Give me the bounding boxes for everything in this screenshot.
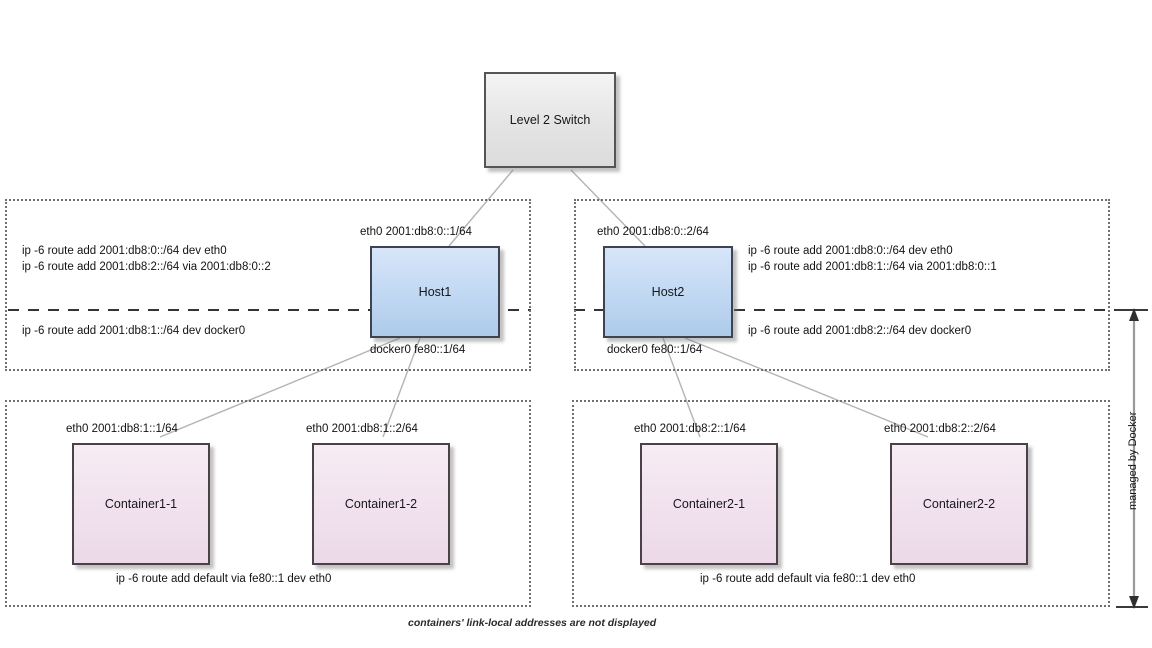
node-container2-1[interactable]: Container2-1 <box>640 443 778 565</box>
host1-routes-above: ip -6 route add 2001:db8:0::/64 dev eth0… <box>22 243 271 275</box>
host2-routes-above: ip -6 route add 2001:db8:0::/64 dev eth0… <box>748 243 997 275</box>
container-group-1-default-route: ip -6 route add default via fe80::1 dev … <box>116 573 332 585</box>
node-host1[interactable]: Host1 <box>370 246 500 338</box>
host2-route-below-1: ip -6 route add 2001:db8:2::/64 dev dock… <box>748 325 972 337</box>
node-label-container1-1: Container1-1 <box>104 497 178 511</box>
host2-docker0-label: docker0 fe80::1/64 <box>607 344 703 356</box>
container1-2-eth0-label: eth0 2001:db8:1::2/64 <box>306 423 418 435</box>
node-host2[interactable]: Host2 <box>603 246 733 338</box>
host1-route-above-1: ip -6 route add 2001:db8:0::/64 dev eth0 <box>22 245 227 257</box>
host1-route-above-2: ip -6 route add 2001:db8:2::/64 via 2001… <box>22 261 271 273</box>
node-level-2-switch[interactable]: Level 2 Switch <box>484 72 616 168</box>
span-arrowhead-up <box>1129 308 1139 321</box>
host2-route-above-1: ip -6 route add 2001:db8:0::/64 dev eth0 <box>748 245 953 257</box>
node-label-container2-1: Container2-1 <box>672 497 746 511</box>
host1-docker0-label: docker0 fe80::1/64 <box>370 344 466 356</box>
node-label-container1-2: Container1-2 <box>344 497 418 511</box>
node-label-switch: Level 2 Switch <box>509 113 591 127</box>
node-label-container2-2: Container2-2 <box>922 497 996 511</box>
span-arrowhead-down <box>1129 596 1139 609</box>
host2-routes-below: ip -6 route add 2001:db8:2::/64 dev dock… <box>748 323 971 339</box>
host1-routes-below: ip -6 route add 2001:db8:1::/64 dev dock… <box>22 323 245 339</box>
node-container1-2[interactable]: Container1-2 <box>312 443 450 565</box>
host1-route-below-1: ip -6 route add 2001:db8:1::/64 dev dock… <box>22 325 246 337</box>
container2-1-eth0-label: eth0 2001:db8:2::1/64 <box>634 423 746 435</box>
container-group-2-panel <box>572 400 1110 607</box>
host1-eth0-label: eth0 2001:db8:0::1/64 <box>360 226 472 238</box>
diagram-caption: containers' link-local addresses are not… <box>408 617 657 629</box>
host1-panel <box>5 199 531 371</box>
node-container2-2[interactable]: Container2-2 <box>890 443 1028 565</box>
node-container1-1[interactable]: Container1-1 <box>72 443 210 565</box>
node-label-host1: Host1 <box>418 285 452 299</box>
managed-by-docker-label: managed by Docker <box>1127 411 1139 510</box>
node-label-host2: Host2 <box>651 285 685 299</box>
container-group-1-panel <box>5 400 531 607</box>
host2-panel <box>574 199 1110 371</box>
host2-route-above-2: ip -6 route add 2001:db8:1::/64 via 2001… <box>748 261 997 273</box>
container1-1-eth0-label: eth0 2001:db8:1::1/64 <box>66 423 178 435</box>
container-group-2-default-route: ip -6 route add default via fe80::1 dev … <box>700 573 916 585</box>
container2-2-eth0-label: eth0 2001:db8:2::2/64 <box>884 423 996 435</box>
host2-eth0-label: eth0 2001:db8:0::2/64 <box>597 226 709 238</box>
